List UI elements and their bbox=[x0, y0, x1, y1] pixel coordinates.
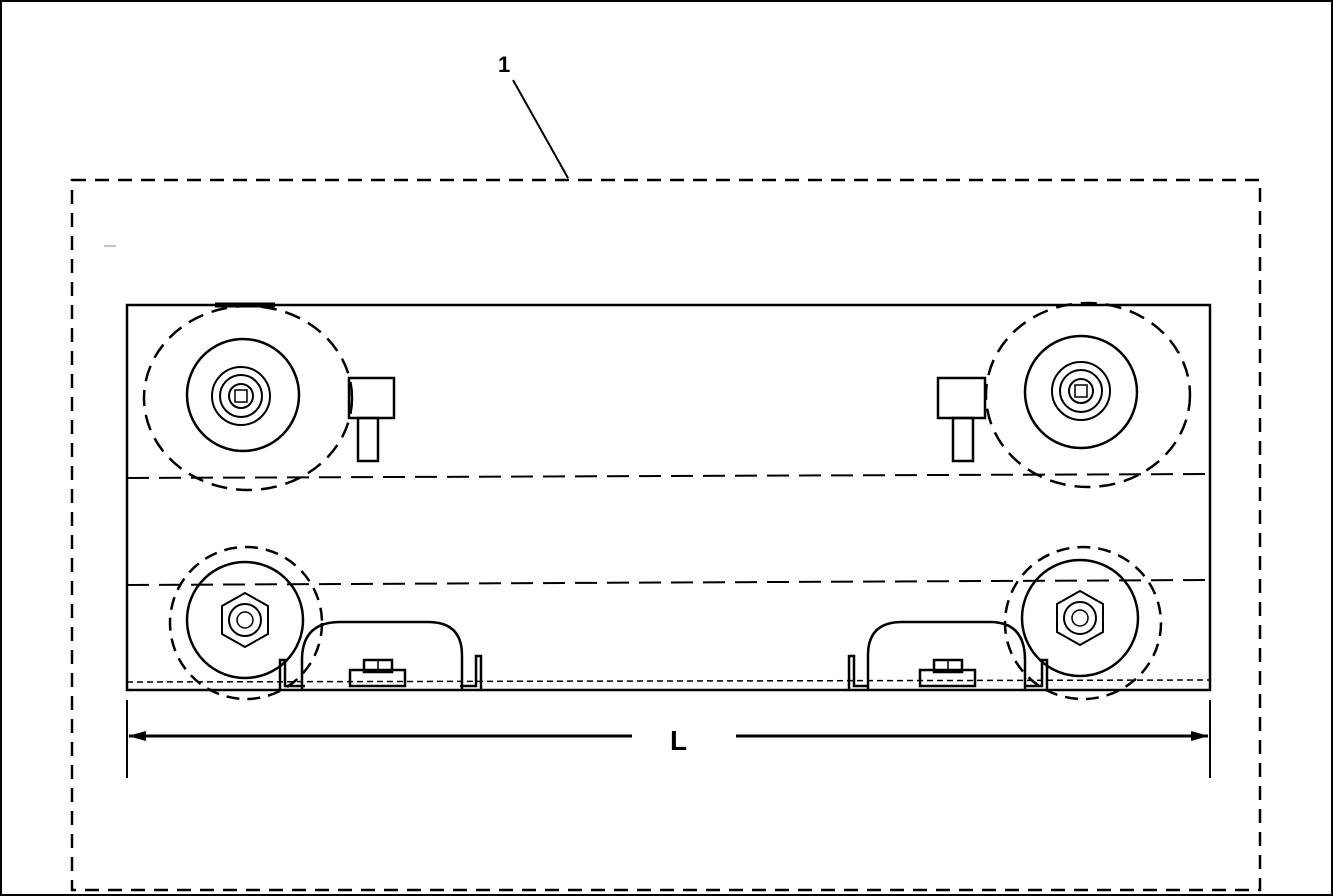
lug-right bbox=[936, 376, 987, 463]
clamp-bracket-left bbox=[278, 620, 483, 690]
hidden-line-lower bbox=[126, 679, 1211, 683]
callout-number: 1 bbox=[498, 52, 510, 77]
wheel-bottom-right bbox=[1003, 545, 1163, 701]
dimension-label: L bbox=[670, 725, 687, 756]
wheel-bottom-left bbox=[168, 545, 324, 701]
assembly-boundary-dashed bbox=[70, 178, 1262, 892]
hidden-line-upper bbox=[126, 473, 1211, 479]
mounting-plate bbox=[125, 303, 1212, 692]
hidden-line-middle bbox=[126, 579, 1211, 586]
clamp-bracket-right bbox=[847, 620, 1049, 690]
callout-leader-line bbox=[512, 79, 569, 179]
wheel-top-right bbox=[984, 301, 1192, 489]
lug-left bbox=[347, 376, 396, 463]
wheel-top-left bbox=[142, 304, 354, 492]
